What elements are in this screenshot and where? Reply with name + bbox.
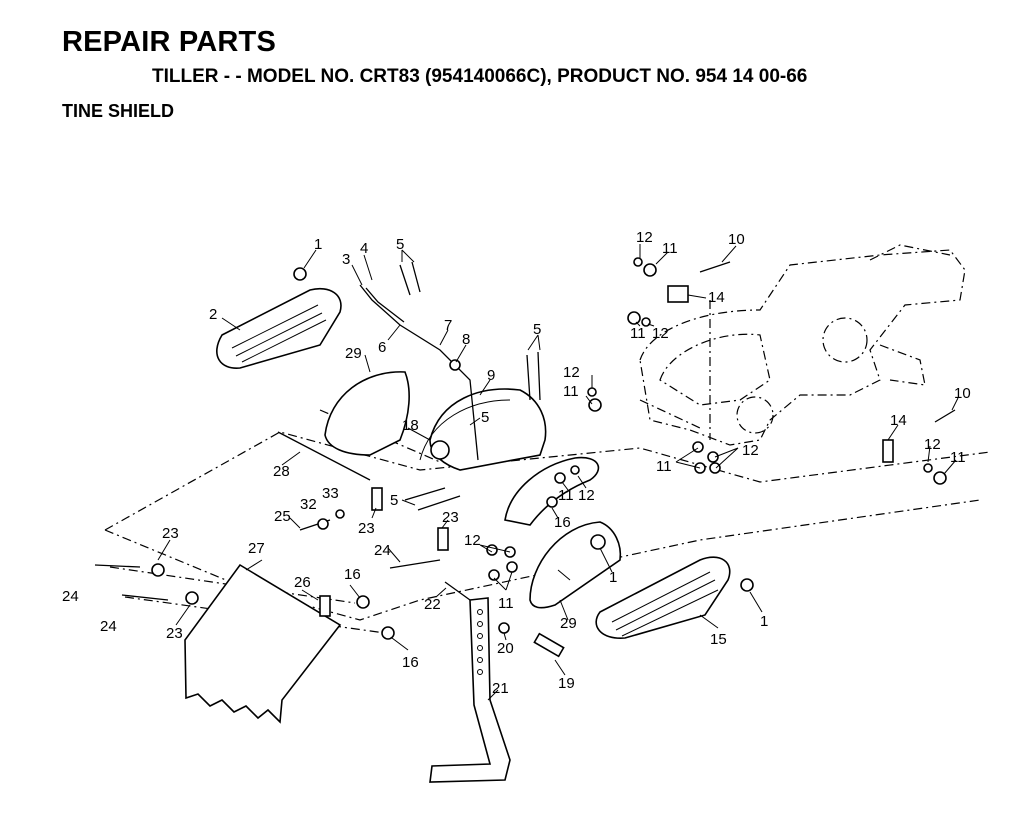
hardware: [94, 261, 956, 658]
callout-10: 10: [954, 385, 971, 402]
callout-3: 3: [342, 251, 350, 268]
callout-14: 14: [708, 289, 725, 306]
drag-plate: [184, 563, 342, 724]
callout-19: 19: [558, 675, 575, 692]
callout-14: 14: [890, 412, 907, 429]
callout-5: 5: [533, 321, 541, 338]
callout-11: 11: [656, 458, 672, 475]
callout-5: 5: [390, 492, 398, 509]
section-title: TINE SHIELD: [62, 101, 175, 121]
callout-24: 24: [62, 588, 79, 605]
tine-shield: [419, 388, 547, 471]
callout-9: 9: [487, 367, 495, 384]
callout-12: 12: [924, 436, 941, 453]
callout-20: 20: [497, 640, 514, 657]
callout-5: 5: [481, 409, 489, 426]
callout-23: 23: [166, 625, 183, 642]
engine-frame: [639, 244, 966, 446]
callout-25: 25: [274, 508, 291, 525]
model-subtitle: TILLER - - MODEL NO. CRT83 (954140066C),…: [152, 66, 808, 87]
callout-12: 12: [636, 229, 653, 246]
callout-16: 16: [344, 566, 361, 583]
callout-16: 16: [554, 514, 571, 531]
callout-11: 11: [630, 325, 646, 342]
page-title: REPAIR PARTS: [62, 26, 277, 58]
callout-2: 2: [209, 306, 217, 323]
callout-24: 24: [374, 542, 391, 559]
callout-12: 12: [742, 442, 759, 459]
callout-labels: 1 1 1 2 3 4 5 5 5 5 6 7 8 9 10 10 11 11 …: [62, 229, 971, 697]
callout-29: 29: [560, 615, 577, 632]
callout-8: 8: [462, 331, 470, 348]
callout-1: 1: [760, 613, 768, 630]
callout-10: 10: [728, 231, 745, 248]
shield-extension-right: [529, 521, 622, 609]
callout-24: 24: [100, 618, 117, 635]
callout-11: 11: [558, 487, 574, 504]
callout-7: 7: [444, 317, 452, 334]
callout-1: 1: [314, 236, 322, 253]
callout-5: 5: [396, 236, 404, 253]
callout-22: 22: [424, 596, 441, 613]
callout-11: 11: [950, 449, 966, 466]
callout-29: 29: [345, 345, 362, 362]
callout-23: 23: [358, 520, 375, 537]
callout-1: 1: [609, 569, 617, 586]
callout-12: 12: [652, 325, 669, 342]
callout-27: 27: [248, 540, 265, 557]
callout-15: 15: [710, 631, 727, 648]
callout-12: 12: [563, 364, 580, 381]
callout-28: 28: [273, 463, 290, 480]
callout-11: 11: [662, 240, 678, 257]
shield-extension-left: [324, 371, 410, 456]
callout-11: 11: [563, 383, 579, 400]
leader-lines: [157, 244, 959, 701]
callout-32: 32: [300, 496, 317, 513]
callout-12: 12: [578, 487, 595, 504]
callout-23: 23: [442, 509, 459, 526]
brackets: [319, 285, 894, 617]
callout-16: 16: [402, 654, 419, 671]
nuts-washers: [151, 257, 947, 640]
depth-stake: [429, 597, 511, 783]
callout-18: 18: [402, 417, 419, 434]
callout-21: 21: [492, 680, 509, 697]
side-shield-right: [595, 556, 731, 639]
callout-33: 33: [322, 485, 339, 502]
callout-6: 6: [378, 339, 386, 356]
side-shield-left: [216, 288, 342, 369]
callout-4: 4: [360, 240, 368, 257]
callout-12: 12: [464, 532, 481, 549]
callout-11: 11: [498, 595, 514, 612]
callout-26: 26: [294, 574, 311, 591]
callout-23: 23: [162, 525, 179, 542]
